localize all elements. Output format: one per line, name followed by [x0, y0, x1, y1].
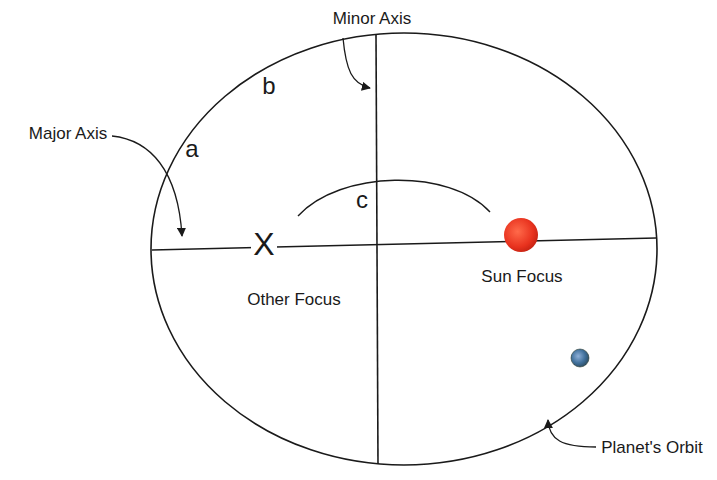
orbit-ellipse [151, 33, 657, 465]
focus-mark: X [251, 227, 276, 262]
minor-axis-pointer [343, 38, 370, 88]
focus-label: Sun Focus [481, 268, 562, 287]
planet [571, 349, 589, 367]
axis-letter: c [356, 187, 368, 213]
major-axis-line [152, 238, 656, 250]
orbit-label: Planet's Orbit [601, 439, 703, 458]
focal-distance-arc [298, 180, 490, 216]
orbit-pointer [548, 420, 596, 447]
focus-label: Other Focus [247, 291, 341, 310]
minor-axis-line [376, 34, 378, 464]
axis-label: Minor Axis [333, 10, 411, 29]
major-axis-pointer [112, 136, 182, 236]
axis-letter: b [262, 73, 275, 99]
axis-letter: a [185, 136, 198, 162]
axis-label: Major Axis [29, 125, 107, 144]
sun [504, 218, 538, 252]
